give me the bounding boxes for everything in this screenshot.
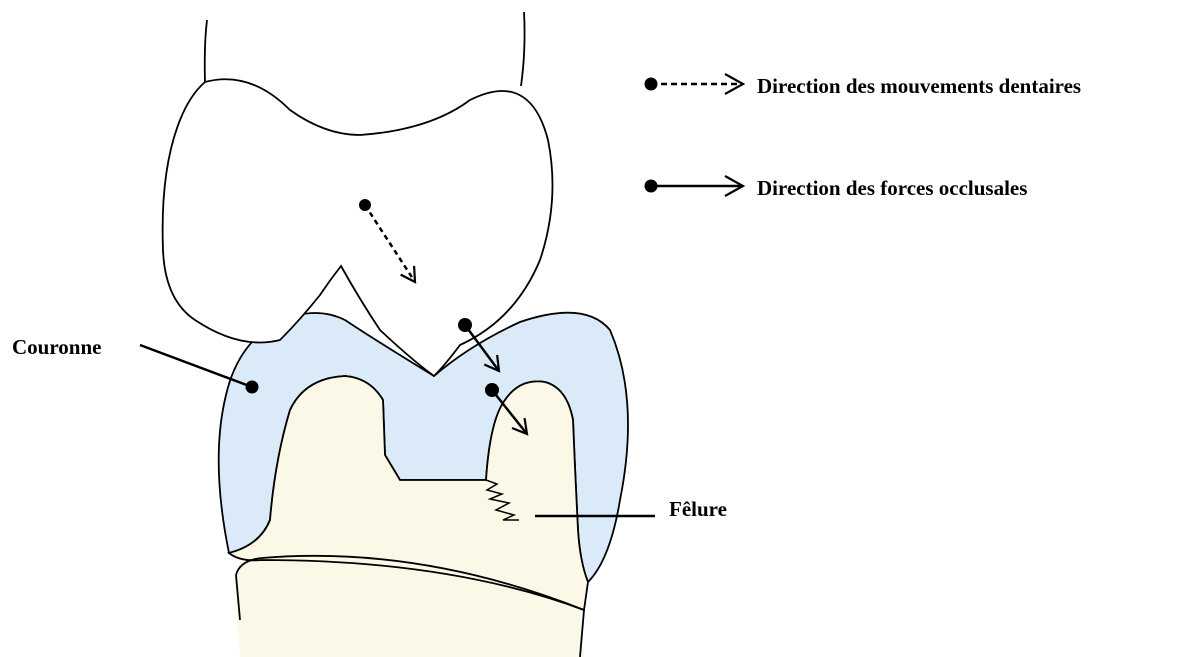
upper-root-left xyxy=(205,20,207,82)
legend-occlusal-forces-label: Direction des forces occlusales xyxy=(757,178,1027,199)
crown-label: Couronne xyxy=(12,337,101,358)
crown-leader-dot xyxy=(246,381,259,394)
upper-root-right xyxy=(521,12,525,86)
legend-tooth-movement-label: Direction des mouvements dentaires xyxy=(757,76,1081,97)
crack-label: Fêlure xyxy=(669,499,727,520)
